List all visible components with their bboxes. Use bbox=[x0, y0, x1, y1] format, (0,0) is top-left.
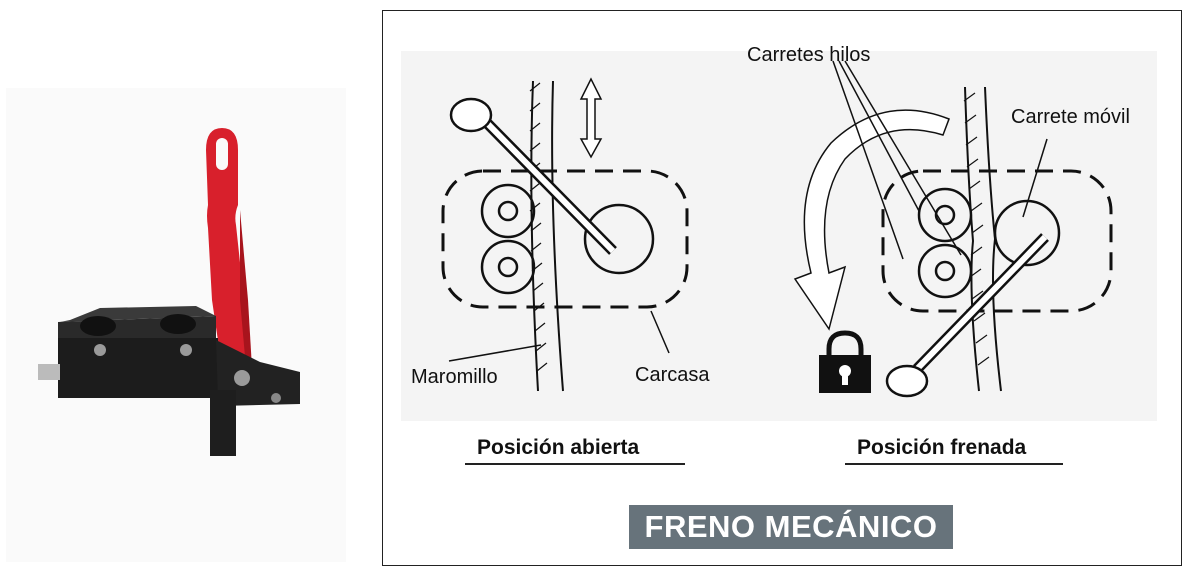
braked-rope-hatching bbox=[963, 92, 990, 366]
title-banner: FRENO MECÁNICO bbox=[629, 505, 953, 549]
label-maromillo: Maromillo bbox=[411, 366, 498, 388]
caption-braked-underline bbox=[845, 463, 1063, 465]
diagram-panel: Carretes hilos Carrete móvil Maromillo C… bbox=[382, 10, 1182, 566]
braked-casing-outline bbox=[881, 169, 1113, 313]
brake-device-photo bbox=[6, 88, 346, 562]
caption-braked-position: Posición frenada bbox=[857, 436, 1027, 459]
label-carrete-movil: Carrete móvil bbox=[1011, 106, 1130, 128]
braked-lever bbox=[885, 233, 1049, 398]
label-carretes-hilos: Carretes hilos bbox=[747, 44, 871, 66]
double-arrow-icon bbox=[579, 77, 603, 159]
open-rope-hatching bbox=[529, 82, 548, 372]
open-lever bbox=[449, 97, 617, 255]
caption-open-position: Posición abierta bbox=[477, 436, 640, 459]
rotation-arrow-icon bbox=[793, 109, 950, 331]
open-fixed-spools bbox=[480, 183, 536, 295]
braked-fixed-spools bbox=[917, 187, 973, 299]
open-casing-outline bbox=[441, 169, 689, 309]
red-lever bbox=[206, 128, 252, 368]
black-housing bbox=[38, 306, 300, 456]
diagram-background bbox=[401, 51, 1157, 421]
open-moving-spool bbox=[583, 203, 655, 275]
label-carcasa: Carcasa bbox=[635, 364, 710, 386]
diagram-drawing bbox=[401, 51, 1157, 421]
leader-lines bbox=[448, 60, 1048, 362]
padlock-icon bbox=[819, 330, 871, 393]
braked-moving-spool bbox=[993, 199, 1061, 267]
caption-open-underline bbox=[465, 463, 685, 465]
